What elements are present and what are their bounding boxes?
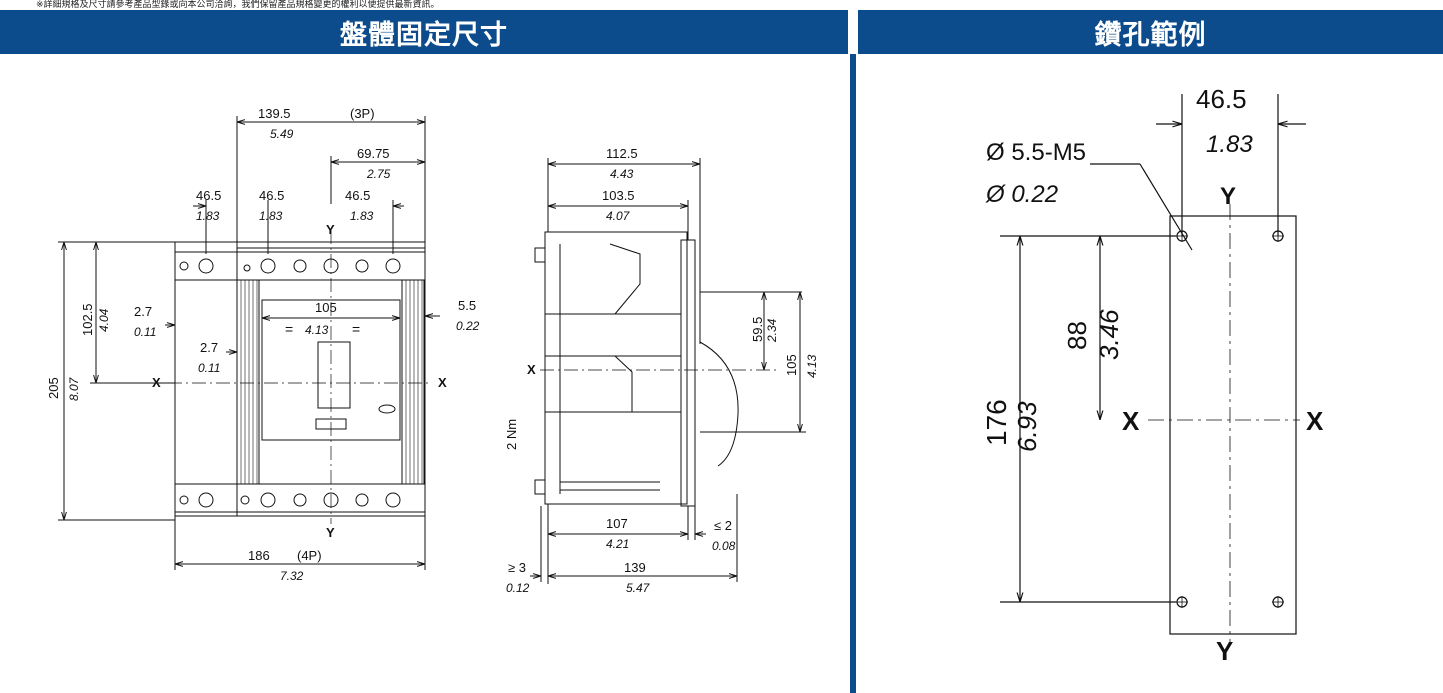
header-mounting-dimensions: 盤體固定尺寸 [0,10,848,54]
dim-handle-up-in: 2.34 [765,318,779,343]
side-front-plate [680,239,696,507]
dim-min-gap-in: 0.12 [506,581,530,595]
side-view-drawing [530,158,806,584]
brand-badge [378,404,396,414]
drill-hole-mm: Ø 5.5-M5 [986,139,1086,166]
left-rib-panel [236,279,260,485]
torque-label: 2 Nm [504,419,519,450]
dim-handle-range-mm: 105 [784,354,799,376]
dim-panel-mm: ≤ 2 [714,518,732,533]
drill-axis-y-bottom: Y [1216,636,1233,666]
dim-height-mm: 205 [46,377,61,399]
dim-width-4p-mm: 186 [248,548,270,563]
axis-x-right: X [438,375,447,390]
drill-full-in: 6.93 [1012,401,1042,452]
dim-inner-width-in: 4.13 [305,323,329,337]
axis-y-top: Y [326,222,335,237]
dim-left-gap-mm: 2.7 [134,304,152,319]
dim-depth2-in: 4.07 [606,209,631,223]
drilling-drawing [1000,94,1306,644]
drawings-canvas: 139.5 (3P) 5.49 69.75 2.75 46.5 1.83 46.… [46,84,1324,666]
label-4p: (4P) [297,548,322,563]
dim-pitch-in-1: 1.83 [196,209,220,223]
section-divider [850,54,856,693]
dim-depth2-mm: 103.5 [602,188,635,203]
drill-spacing-mm: 46.5 [1196,84,1247,114]
dim-inner-gap-mm: 2.7 [200,340,218,355]
top-terminal-strip [174,251,426,281]
top-terminal-screws [179,258,401,274]
axis-x-side: X [527,362,536,377]
dim-pitch-mm-3: 46.5 [345,188,370,203]
top-note: ※詳細規格及尺寸請參考產品型錄或向本公司洽詢，我們保留產品規格變更的權利以便提供… [36,0,440,9]
mount-bolt-top [534,247,546,263]
dim-right-gap-mm: 5.5 [458,298,476,313]
drill-axis-y-top: Y [1220,183,1236,210]
front-view-labels: 139.5 (3P) 5.49 69.75 2.75 46.5 1.83 46.… [46,106,480,583]
bottom-terminal-screws [179,492,401,508]
drill-hole-in: Ø 0.22 [985,181,1058,208]
dim-left-gap-in: 0.11 [134,325,156,339]
dim-depth1-in: 4.43 [610,167,634,181]
side-body [544,231,688,505]
drill-axis-x-right: X [1306,406,1324,436]
dim-half-width-mm: 69.75 [357,146,390,161]
drill-template [1169,215,1297,635]
equal-mark-right: = [352,321,360,337]
label-3p: (3P) [350,106,375,121]
right-rib-panel [401,279,425,485]
front-view-drawing [58,116,440,570]
equal-mark-left: = [285,321,293,337]
operating-handle [317,341,351,409]
drill-half-mm: 88 [1062,321,1092,350]
drill-spacing-in: 1.83 [1206,131,1253,158]
axis-y-bottom: Y [326,525,335,540]
dim-width-3p-in: 5.49 [270,127,294,141]
dim-half-width-in: 2.75 [366,167,391,181]
dim-inner-width-mm: 105 [315,300,337,315]
dim-height-in: 8.07 [67,376,81,401]
dim-width-4p-in: 7.32 [280,569,304,583]
handle-arc [699,341,739,467]
dim-pitch-in-2: 1.83 [259,209,283,223]
axis-x-left: X [152,375,161,390]
dim-total-mm: 139 [624,560,646,575]
drill-full-mm: 176 [981,399,1012,446]
dim-total-in: 5.47 [626,581,651,595]
dim-base-in: 4.21 [606,537,629,551]
dim-half-height-mm: 102.5 [80,303,95,336]
dim-pitch-in-3: 1.83 [350,209,374,223]
breaker-outline-4p [174,241,426,517]
dim-min-gap-mm: ≥ 3 [508,560,526,575]
dim-handle-up-mm: 59.5 [750,317,765,342]
dim-half-height-in: 4.04 [97,308,111,332]
mount-bolt-bottom [534,479,546,495]
dim-handle-range-in: 4.13 [805,354,819,378]
dim-pitch-mm-2: 46.5 [259,188,284,203]
header-drilling-example: 鑽孔範例 [858,10,1443,54]
dim-panel-in: 0.08 [712,539,736,553]
drilling-labels: 46.5 1.83 Ø 5.5-M5 Ø 0.22 Y Y X X 88 3.4… [981,84,1324,666]
side-view-labels: 112.5 4.43 103.5 4.07 X 59.5 2.34 105 4.… [504,146,819,595]
dim-base-mm: 107 [606,516,628,531]
drill-axis-x-left: X [1122,406,1140,436]
dim-right-gap-in: 0.22 [456,319,480,333]
dim-inner-gap-in: 0.11 [198,361,220,375]
bottom-terminal-strip [174,483,426,513]
dim-width-3p-mm: 139.5 [258,106,291,121]
drill-half-in: 3.46 [1094,309,1124,360]
dim-pitch-mm-1: 46.5 [196,188,221,203]
dim-depth1-mm: 112.5 [606,146,638,161]
